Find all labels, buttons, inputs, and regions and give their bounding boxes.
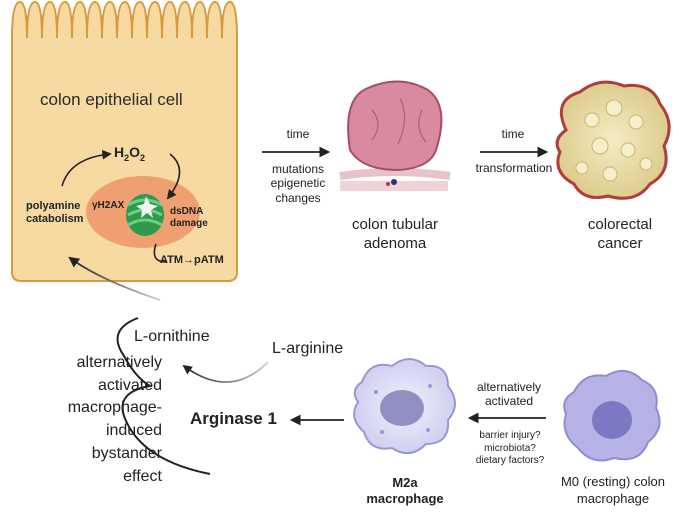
arrow-ornithine-to-cell (68, 256, 161, 301)
bystander-bracket (116, 317, 211, 475)
time-label-2: time (501, 127, 525, 141)
arrow-arginine-to-ornithine (182, 361, 269, 383)
gamma-h2ax-label: γH2AX (92, 200, 125, 211)
transformation-label: transformation (475, 161, 553, 175)
l-ornithine-label: L-ornithine (134, 328, 210, 345)
arrow-catabolism-to-h2o2 (61, 149, 112, 187)
arrow-dna-to-atm (153, 243, 167, 263)
h2o2-label: H2O2 (114, 144, 146, 163)
time-label-1: time (286, 127, 310, 141)
adenoma-icon (339, 80, 451, 191)
factors-label: barrier injury?microbiota?dietary factor… (475, 430, 545, 466)
m2a-macrophage-icon (353, 358, 456, 455)
l-arginine-label: L-arginine (272, 340, 344, 357)
atm-label: ATM→pATM (160, 254, 224, 266)
dna-icon (126, 194, 164, 236)
cancer-icon (555, 80, 671, 200)
arrow-h2o2-to-dna (166, 153, 181, 200)
arginase-label: Arginase 1 (190, 409, 277, 428)
m0-macrophage-icon (563, 369, 661, 462)
cell-title: colon epithelial cell (40, 90, 183, 109)
